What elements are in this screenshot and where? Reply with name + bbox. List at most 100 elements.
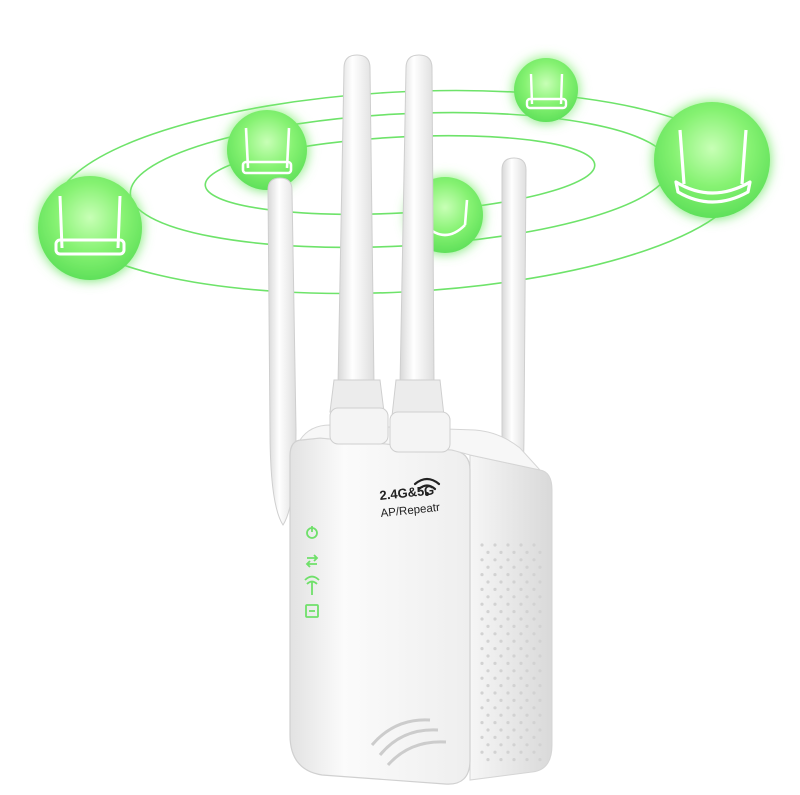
vent-hole (506, 661, 510, 666)
vent-hole (512, 610, 516, 614)
vent-hole (512, 698, 516, 703)
vent-hole (499, 639, 503, 643)
vent-hole (532, 573, 536, 577)
vent-hole (525, 669, 529, 673)
vent-hole (480, 543, 484, 547)
vent-hole (512, 580, 516, 584)
vent-hole (506, 573, 510, 577)
router-bubble-top (514, 58, 578, 122)
vent-hole (525, 684, 529, 688)
vent-hole (506, 691, 510, 695)
wan-icon (305, 554, 319, 568)
vent-hole (493, 706, 497, 710)
vent-hole (519, 573, 523, 577)
vent-hole (525, 654, 529, 658)
vent-hole (532, 721, 536, 725)
antenna-center-left (329, 54, 389, 445)
vent-hole (499, 684, 503, 688)
vent-hole (493, 558, 497, 562)
vent-hole (480, 602, 484, 606)
vent-hole (499, 580, 503, 584)
vent-hole (499, 610, 503, 614)
vent-hole (538, 743, 542, 747)
vent-hole (525, 624, 529, 629)
router-icon (525, 73, 568, 110)
vent-hole (480, 721, 484, 725)
vent-hole (499, 669, 503, 673)
vent-hole (532, 750, 536, 754)
vent-hole (519, 676, 523, 680)
vent-hole (486, 728, 490, 732)
vent-hole (519, 558, 523, 562)
vent-hole (480, 750, 484, 754)
vent-hole (499, 624, 503, 629)
vent-hole (493, 617, 497, 621)
vent-hole (519, 691, 523, 695)
vent-hole (486, 758, 490, 762)
vent-hole (499, 654, 503, 658)
vent-hole (506, 647, 510, 651)
vent-hole (506, 617, 510, 621)
vent-hole (506, 676, 510, 680)
vent-hole (538, 669, 542, 673)
vent-hole (506, 706, 510, 710)
vent-hole (480, 676, 484, 680)
vent-hole (538, 639, 542, 643)
vent-hole (480, 617, 484, 621)
vent-hole (525, 713, 529, 717)
vent-hole (512, 639, 516, 643)
vent-hole (480, 647, 484, 651)
vent-hole (538, 624, 542, 629)
vent-hole (493, 721, 497, 725)
vent-hole (538, 654, 542, 658)
vent-hole (525, 728, 529, 732)
vent-hole (493, 661, 497, 666)
vent-hole (512, 624, 516, 629)
vent-hole (519, 617, 523, 621)
vent-hole (525, 565, 529, 569)
vent-hole (493, 543, 497, 547)
vent-hole (480, 706, 484, 710)
vent-hole (506, 735, 510, 740)
vent-hole (532, 691, 536, 695)
router-bubble-right (654, 102, 770, 218)
vent-hole (486, 743, 490, 747)
vent-hole (480, 573, 484, 577)
vent-hole (506, 543, 510, 547)
vent-hole (499, 758, 503, 762)
vent-hole (512, 684, 516, 688)
router-bubble-left (38, 176, 142, 280)
vent-hole (512, 758, 516, 762)
vent-hole (519, 647, 523, 651)
vent-hole (506, 587, 510, 592)
vent-hole (512, 565, 516, 569)
antenna-center-right (389, 54, 451, 453)
vent-hole (525, 580, 529, 584)
vent-hole (532, 735, 536, 740)
vent-hole (538, 580, 542, 584)
vent-hole (512, 743, 516, 747)
vent-hole (538, 565, 542, 569)
vent-hole (486, 713, 490, 717)
vent-hole (512, 713, 516, 717)
vent-hole (519, 706, 523, 710)
power-icon (306, 526, 318, 539)
wifi-signal-icon (304, 575, 320, 595)
orbit-ring-middle (129, 111, 671, 249)
device-front-face (289, 437, 471, 785)
orbit-ring-outer (54, 89, 746, 295)
vent-hole (486, 684, 490, 688)
vent-hole (480, 661, 484, 666)
router-icon (674, 129, 752, 204)
vent-hole (486, 639, 490, 643)
vent-hole (499, 728, 503, 732)
vent-hole (525, 639, 529, 643)
vent-hole (512, 669, 516, 673)
vent-hole (506, 750, 510, 754)
vent-hole (532, 676, 536, 680)
vent-hole (538, 758, 542, 762)
vent-hole (538, 728, 542, 732)
vent-hole (499, 565, 503, 569)
vent-hole (499, 550, 503, 555)
vent-hole (519, 735, 523, 740)
